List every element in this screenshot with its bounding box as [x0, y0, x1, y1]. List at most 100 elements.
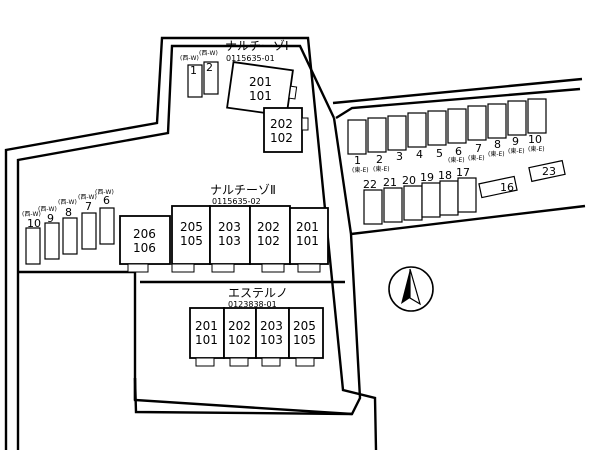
parking-space: (西-W) 9	[38, 206, 60, 260]
parking-right-area: 1 (東-E) 2 (東-E) 3 4 5 6 (東-E)	[347, 98, 566, 225]
parking-number: 17	[456, 166, 470, 179]
unit-block: 201 101	[289, 207, 329, 273]
unit-bottom-number: 103	[218, 234, 241, 248]
parking-space: 6 (東-E)	[447, 108, 467, 164]
parking-number: 16	[500, 181, 514, 194]
parking-number: 1	[354, 154, 361, 167]
parking-tag: (西-W)	[38, 206, 57, 213]
unit-block: 206 106	[119, 215, 171, 273]
parking-number: 8	[494, 138, 501, 151]
site-boundary	[4, 36, 586, 450]
unit-bottom-number: 106	[133, 241, 156, 255]
unit-block: 202 102	[263, 107, 309, 153]
parking-number: 9	[512, 135, 519, 148]
unit-block: 201 101	[226, 61, 298, 117]
parking-number: 6	[455, 145, 462, 158]
unit-block: 203 103	[255, 307, 290, 367]
unit-bottom-number: 102	[270, 131, 293, 145]
parking-tag: (東-E)	[352, 166, 369, 174]
parking-number: 3	[396, 150, 403, 163]
unit-block: 202 102	[223, 307, 257, 367]
parking-number: 2	[376, 153, 383, 166]
parking-number: 7	[85, 200, 92, 213]
unit-top-number: 201	[249, 75, 272, 89]
building-code: 0115635-02	[212, 197, 261, 206]
unit-bottom-number: 102	[257, 234, 280, 248]
unit-bottom-number: 105	[293, 333, 316, 347]
building-estelno: エステルノ 0123838-01 201 101 202 102 203 103…	[189, 286, 324, 367]
parking-number: 8	[65, 206, 72, 219]
unit-bottom-number: 101	[296, 234, 319, 248]
unit-top-number: 202	[228, 319, 251, 333]
parking-tag: (西-W)	[58, 199, 77, 206]
parking-space: 5	[427, 110, 447, 160]
unit-top-number: 206	[133, 227, 156, 241]
parking-space: 9 (東-E)	[507, 100, 527, 155]
north-arrow-icon	[388, 266, 434, 312]
parking-number: 7	[475, 142, 482, 155]
parking-number: 21	[383, 176, 397, 189]
parking-tag: (東-E)	[528, 145, 545, 153]
unit-top-number: 205	[180, 220, 203, 234]
unit-top-number: 205	[293, 319, 316, 333]
parking-number: 22	[363, 178, 377, 191]
parking-space: (西-W) 8	[58, 199, 78, 255]
unit-bottom-number: 102	[228, 333, 251, 347]
parking-tag: (西-W)	[22, 211, 41, 218]
parking-number: 18	[438, 169, 452, 182]
unit-bottom-number: 103	[260, 333, 283, 347]
parking-space: 8 (東-E)	[487, 103, 507, 158]
unit-top-number: 201	[195, 319, 218, 333]
building-title: ナルチーゾⅡ	[210, 183, 276, 197]
parking-space: 1 (東-E)	[347, 119, 369, 174]
parking-space: 23	[528, 159, 566, 183]
parking-number: 2	[206, 61, 213, 74]
parking-space: 20	[402, 174, 423, 221]
parking-space: (西-W) 10	[22, 211, 41, 265]
parking-tag: (東-E)	[448, 156, 465, 164]
building-title: ナルチーゾⅠ	[225, 39, 289, 53]
parking-space: 16	[478, 175, 518, 199]
parking-tag: (東-E)	[468, 154, 485, 162]
unit-block: 201 101	[189, 307, 225, 367]
unit-block: 205 105	[171, 205, 211, 273]
parking-tag: (東-E)	[508, 147, 525, 155]
parking-space: 19	[420, 171, 441, 218]
parking-tag: (西-W)	[199, 50, 218, 57]
parking-space: 21	[383, 176, 403, 223]
unit-top-number: 203	[218, 220, 241, 234]
parking-space: 18	[438, 169, 459, 216]
parking-space: 17	[456, 166, 477, 213]
parking-space: 4	[407, 112, 427, 161]
unit-top-number: 202	[257, 220, 280, 234]
parking-tag: (東-E)	[373, 165, 390, 173]
building-code: 0123838-01	[228, 300, 277, 309]
parking-space: 3	[387, 115, 407, 163]
unit-bottom-number: 101	[195, 333, 218, 347]
unit-bottom-number: 105	[180, 234, 203, 248]
parking-space: 10 (東-E)	[527, 98, 547, 153]
parking-number: 10	[528, 133, 542, 146]
parking-number: 19	[420, 171, 434, 184]
unit-block: 205 105	[288, 307, 324, 367]
parking-space: (西-W) 1	[180, 55, 203, 98]
unit-top-number: 203	[260, 319, 283, 333]
parking-tag: (東-E)	[488, 150, 505, 158]
parking-tag: (西-W)	[180, 55, 199, 62]
building-code: 0115635-01	[226, 54, 275, 63]
unit-block: 202 102	[249, 205, 291, 273]
parking-space: (西-W) 6	[95, 189, 115, 245]
unit-top-number: 202	[270, 117, 293, 131]
parking-number: 9	[47, 212, 54, 225]
parking-space: (西-W) 2	[199, 50, 219, 95]
parking-tag: (西-W)	[78, 194, 97, 201]
parking-number: 10	[27, 217, 41, 230]
building-narucizo-1: ナルチーゾⅠ 0115635-01 (西-W) 1 (西-W) 2 201 10…	[180, 39, 309, 153]
parking-number: 5	[436, 147, 443, 160]
unit-block: 203 103	[209, 205, 251, 273]
parking-number: 20	[402, 174, 416, 187]
parking-number: 1	[190, 64, 197, 77]
parking-space: (西-W) 7	[78, 194, 97, 250]
parking-number: 4	[416, 148, 423, 161]
